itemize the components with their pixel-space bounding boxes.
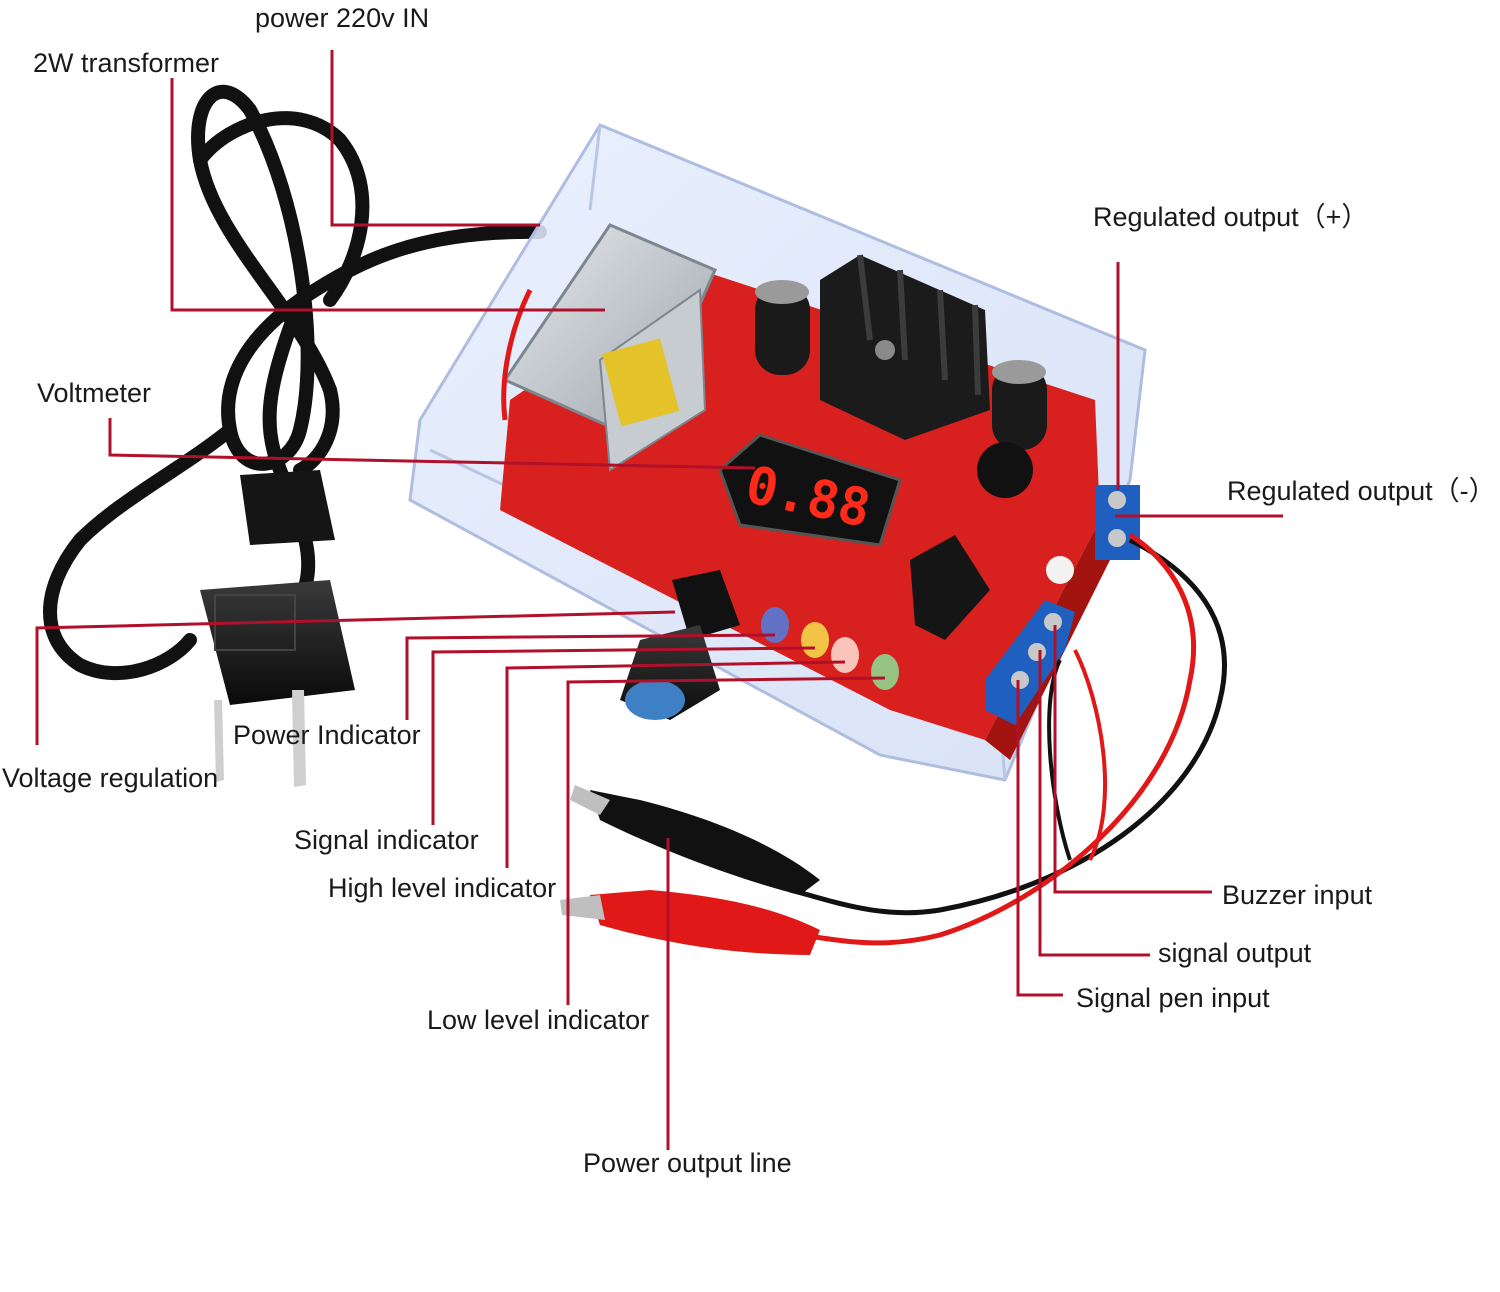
label-transformer: 2W transformer <box>33 48 220 78</box>
label-signal-output: signal output <box>1158 938 1312 968</box>
label-buzzer-input: Buzzer input <box>1222 880 1373 910</box>
leader-lines <box>35 50 1283 1150</box>
label-voltmeter: Voltmeter <box>37 378 152 408</box>
label-high-level-indicator: High level indicator <box>328 873 557 903</box>
power-plug <box>200 470 355 787</box>
label-low-level-indicator: Low level indicator <box>427 1005 650 1035</box>
indicator-leds <box>761 607 899 690</box>
label-power-in: power 220v IN <box>255 3 430 33</box>
terminal-blocks <box>985 485 1140 725</box>
capacitors <box>755 280 1047 498</box>
voltmeter-display: 0.88 <box>718 433 902 547</box>
label-power-indicator: Power Indicator <box>233 720 421 750</box>
label-voltage-regulation: Voltage regulation <box>2 763 219 793</box>
transformer <box>501 223 717 472</box>
label-signal-pen-input: Signal pen input <box>1076 983 1270 1013</box>
ic-chip <box>910 535 990 640</box>
alligator-clips <box>560 785 820 955</box>
heatsink <box>820 254 990 440</box>
label-regulated-output-positive: Regulated output（+） <box>1093 202 1369 232</box>
label-signal-indicator: Signal indicator <box>294 825 479 855</box>
label-regulated-output-negative: Regulated output（-） <box>1227 476 1496 506</box>
label-power-output-line: Power output line <box>583 1148 792 1178</box>
power-cord <box>43 84 547 681</box>
